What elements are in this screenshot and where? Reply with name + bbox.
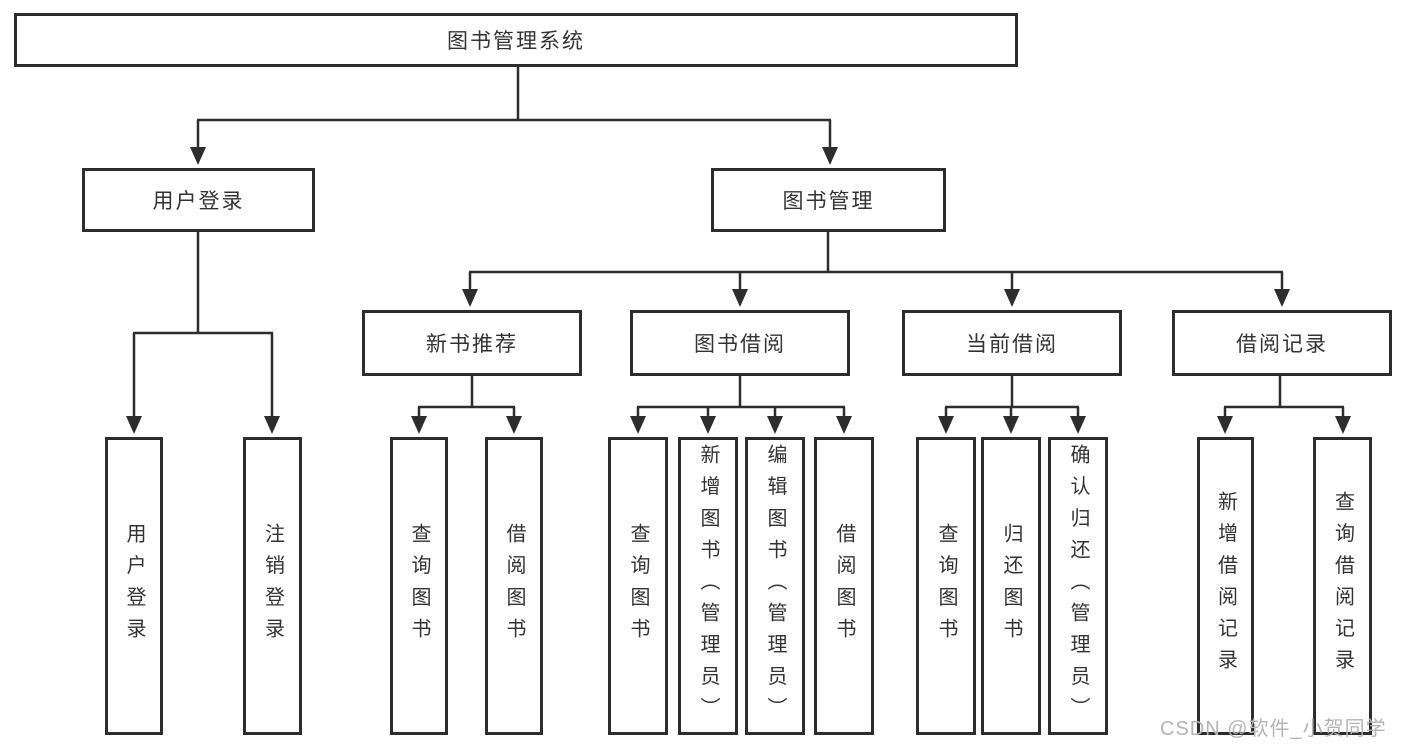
leaf-label: 编辑图书（管理员） bbox=[764, 443, 786, 729]
leaf-label: 用户登录 bbox=[123, 522, 145, 650]
connector-borrowing-children bbox=[630, 376, 852, 434]
leaf-label: 归还图书 bbox=[1000, 522, 1022, 650]
leaf-query-books-current: 查询图书 bbox=[916, 437, 976, 735]
connector-root-to-level2 bbox=[190, 67, 838, 165]
node-label: 当前借阅 bbox=[966, 333, 1058, 356]
leaf-add-book-admin: 新增图书（管理员） bbox=[678, 437, 738, 735]
connector-user-login-children bbox=[126, 232, 280, 434]
connector-records-children bbox=[1217, 376, 1351, 434]
leaf-label: 借阅图书 bbox=[503, 522, 525, 650]
leaf-label: 借阅图书 bbox=[833, 522, 855, 650]
connector-book-mgmt-children bbox=[462, 232, 1290, 307]
connector-current-children bbox=[938, 376, 1086, 434]
leaf-label: 确认归还（管理员） bbox=[1067, 443, 1089, 729]
leaf-confirm-return-admin: 确认归还（管理员） bbox=[1048, 437, 1108, 735]
connector-new-book-children bbox=[411, 376, 522, 434]
leaf-label: 新增图书（管理员） bbox=[697, 443, 719, 729]
node-book-borrowing: 图书借阅 bbox=[630, 310, 850, 376]
node-label: 新书推荐 bbox=[426, 333, 518, 356]
node-label: 借阅记录 bbox=[1236, 333, 1328, 356]
leaf-query-books-borrowing: 查询图书 bbox=[608, 437, 668, 735]
node-user-login: 用户登录 bbox=[82, 168, 315, 232]
leaf-label: 查询图书 bbox=[627, 522, 649, 650]
node-label: 图书管理 bbox=[782, 190, 875, 213]
leaf-logout: 注销登录 bbox=[243, 437, 302, 735]
node-current-borrowing: 当前借阅 bbox=[902, 310, 1122, 376]
node-label: 图书借阅 bbox=[694, 333, 786, 356]
leaf-borrow-books-newbook: 借阅图书 bbox=[485, 437, 543, 735]
leaf-label: 新增借阅记录 bbox=[1214, 491, 1237, 681]
leaf-return-book: 归还图书 bbox=[981, 437, 1041, 735]
leaf-borrow-books: 借阅图书 bbox=[814, 437, 874, 735]
node-label: 图书管理系统 bbox=[447, 30, 585, 53]
leaf-query-borrow-record: 查询借阅记录 bbox=[1313, 437, 1372, 735]
leaf-query-books-newbook: 查询图书 bbox=[390, 437, 448, 735]
node-borrowing-records: 借阅记录 bbox=[1172, 310, 1392, 376]
node-new-book-recommendation: 新书推荐 bbox=[362, 310, 582, 376]
node-book-management: 图书管理 bbox=[711, 168, 946, 232]
node-library-management-system: 图书管理系统 bbox=[14, 13, 1018, 67]
leaf-label: 查询图书 bbox=[408, 522, 430, 650]
leaf-add-borrow-record: 新增借阅记录 bbox=[1197, 437, 1254, 735]
csdn-watermark: CSDN @软件_小贺同学 bbox=[1160, 718, 1387, 740]
leaf-label: 查询借阅记录 bbox=[1331, 491, 1354, 681]
leaf-label: 注销登录 bbox=[261, 522, 284, 650]
leaf-edit-book-admin: 编辑图书（管理员） bbox=[745, 437, 805, 735]
leaf-label: 查询图书 bbox=[935, 522, 957, 650]
node-label: 用户登录 bbox=[152, 190, 245, 213]
leaf-user-login: 用户登录 bbox=[105, 437, 163, 735]
